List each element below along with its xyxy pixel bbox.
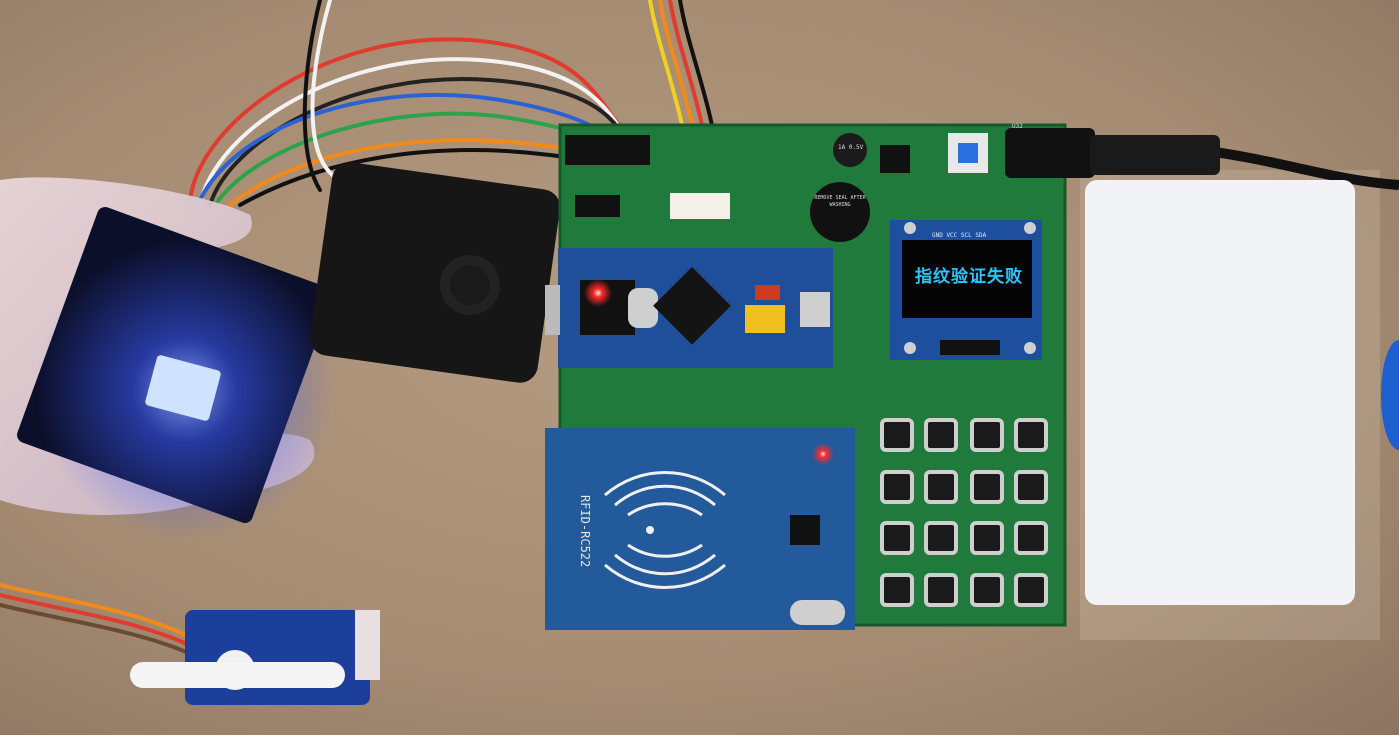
stm32-board: [545, 248, 833, 368]
pin-header: [575, 195, 620, 217]
pin-header: [565, 135, 650, 165]
power-cable: [1199, 145, 1399, 190]
capacitor-label: 1A 0.5V: [838, 144, 864, 151]
oled-pin-labels: GND VCC SCL SDA: [932, 232, 987, 239]
voltage-regulator: [880, 145, 910, 173]
keypad: [880, 418, 1048, 607]
fingerprint-sensor: [17, 207, 335, 540]
servo-motor: [130, 610, 380, 705]
power-jack: [1005, 128, 1095, 178]
buzzer-sticker-text: REMOVE SEAL AFTER WASHING: [814, 195, 866, 208]
electrolytic-capacitor: [833, 133, 867, 167]
rfid-card: [1085, 180, 1355, 605]
jst-connector: [670, 193, 730, 219]
rfid-keyfob: [1381, 340, 1399, 450]
rfid-led: [812, 443, 834, 465]
speaker-box: [309, 162, 561, 383]
oled-module: [890, 220, 1042, 360]
regulator-label: U32: [1012, 123, 1023, 130]
rfid-silkscreen-label: RFID-RC522: [578, 495, 592, 568]
rfid-board: [545, 428, 855, 630]
power-led: [584, 279, 612, 307]
buzzer: [810, 182, 870, 242]
oled-display-text: 指纹验证失败: [915, 267, 1023, 287]
